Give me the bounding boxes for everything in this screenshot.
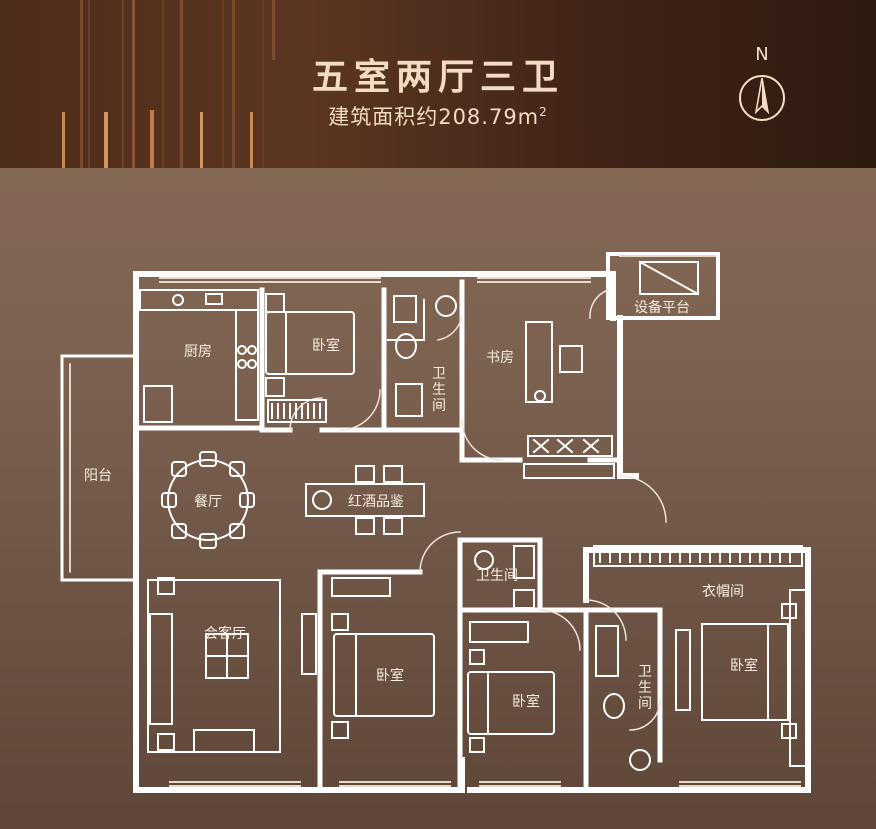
decor-stripe [200,112,203,168]
bedroom-north-furniture [265,293,355,423]
dining-table [161,451,255,549]
label-kitchen: 厨房 [184,344,212,360]
floor-plan: 厨房 卧室 卫生间 书房 设备平台 阳台 餐厅 红酒品鉴 卫生间 衣帽间 会客厅… [60,252,811,793]
wine-tasting-furniture [305,465,425,535]
decor-stripe [250,112,253,168]
decor-stripe [162,0,164,168]
interior-walls [137,279,663,793]
decor-stripe [80,0,83,168]
label-living-room: 会客厅 [204,625,246,642]
bathroom-north-fixtures [387,295,457,417]
label-dining: 餐厅 [194,494,222,510]
living-room-furniture [147,577,317,753]
label-bedroom-south-2: 卧室 [512,693,540,710]
bathroom-master-fixtures [595,625,651,771]
balcony-outline [60,354,138,582]
kitchen-counters [139,289,259,423]
header-banner: 五室两厅三卫 建筑面积约208.79m2 N [0,0,876,168]
label-equipment-platform: 设备平台 [634,299,690,316]
decor-stripe [262,0,264,168]
decor-stripe [88,0,90,168]
study-furniture [523,321,615,479]
door-swings [289,289,667,731]
label-bedroom-north: 卧室 [312,337,340,354]
area-subtitle: 建筑面积约208.79m2 [0,101,876,131]
decor-stripe [150,110,154,168]
window-marks [159,255,801,787]
decor-stripe [132,0,135,168]
decor-stripe [122,0,124,168]
area-text: 建筑面积约208.79m [328,105,540,129]
decor-stripe [222,0,224,168]
label-wine-tasting: 红酒品鉴 [348,494,404,510]
label-balcony: 阳台 [84,468,112,484]
bedroom-master-furniture [675,603,797,739]
decor-stripe [62,112,65,168]
label-bathroom-master: 卫生间 [638,664,652,712]
bedroom-south-1-furniture [331,577,435,739]
label-bathroom-center: 卫生间 [476,568,518,584]
compass-north-label: N [755,44,769,65]
equipment-unit [638,260,700,296]
walk-in-closet-rack [593,545,807,767]
compass-icon [739,75,785,121]
compass: N [734,44,790,128]
label-bedroom-south-1: 卧室 [376,667,404,684]
decor-stripe [232,0,235,168]
bedroom-south-2-furniture [467,621,555,753]
room-labels: 厨房 卧室 卫生间 书房 设备平台 阳台 餐厅 红酒品鉴 卫生间 衣帽间 会客厅… [84,299,758,712]
plan-title: 五室两厅三卫 [311,57,564,98]
label-walk-in-closet: 衣帽间 [702,584,744,600]
decor-stripe [272,0,275,60]
label-study: 书房 [486,350,514,366]
area-superscript: 2 [539,105,548,119]
bathroom-center-fixtures [474,545,535,609]
label-bathroom-north: 卫生间 [432,366,446,414]
decor-stripe [180,0,183,168]
decor-stripe [104,112,108,168]
label-bedroom-master: 卧室 [730,657,758,674]
